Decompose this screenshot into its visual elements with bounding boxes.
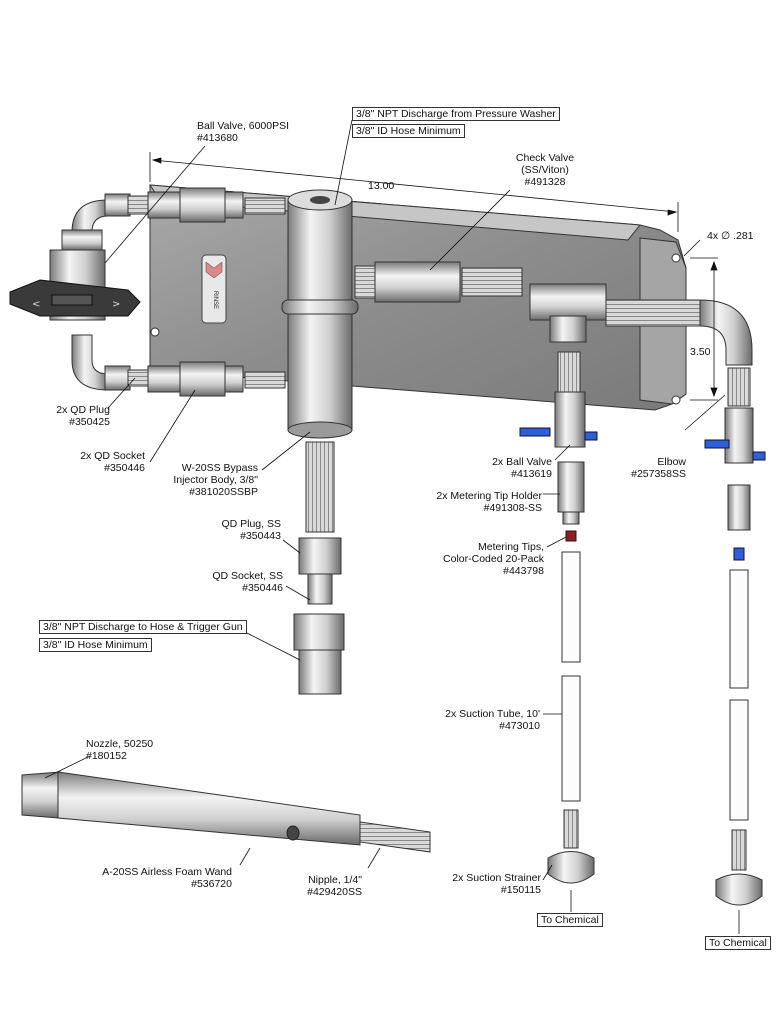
qd-socket-name: 2x QD Socket <box>80 450 145 462</box>
suction-tube-name: 2x Suction Tube, 10' <box>445 708 540 720</box>
metering-tips-desc: Color-Coded 20-Pack <box>443 553 544 565</box>
left-chemical-line <box>519 351 598 884</box>
injector-name: W-20SS Bypass <box>181 462 258 474</box>
mount-holes-callout: 4x ∅ .281 <box>707 230 754 242</box>
dimension-height: 3.50 <box>690 346 711 358</box>
foam-wand-part: #536720 <box>191 878 232 890</box>
label-nipple: Nipple, 1/4" #429420SS <box>290 874 362 898</box>
injector-body <box>281 189 359 439</box>
suction-tube-part: #473010 <box>499 720 540 732</box>
label-discharge-bottom-line1: 3/8" NPT Discharge to Hose & Trigger Gun <box>39 620 247 634</box>
svg-text:<: < <box>32 299 40 310</box>
check-valve-material: (SS/Viton) <box>521 164 569 176</box>
nozzle-part: #180152 <box>86 750 127 762</box>
foam-wand-name: A-20SS Airless Foam Wand <box>102 866 232 878</box>
ball-valve-2x-part: #413619 <box>511 468 552 480</box>
qd-sockets <box>147 187 286 397</box>
dimension-length: 13.00 <box>368 180 395 192</box>
qd-socket-ss-name: QD Socket, SS <box>212 570 283 582</box>
qd-plug-ss-part: #350443 <box>240 530 281 542</box>
metering-tips-name: Metering Tips, <box>478 541 544 553</box>
rinse-badge: RINSE <box>201 254 227 324</box>
badge-text: RINSE <box>212 291 218 309</box>
leader-lines <box>44 119 740 934</box>
label-metering-tip-holder: 2x Metering Tip Holder #491308-SS <box>410 490 542 514</box>
svg-text:>: > <box>112 299 120 310</box>
label-injector-body: W-20SS Bypass Injector Body, 3/8" #38102… <box>150 462 258 498</box>
qd-plug-part: #350425 <box>69 416 110 428</box>
right-chemical-line <box>704 367 766 906</box>
label-discharge-top-line2: 3/8" ID Hose Minimum <box>352 124 465 138</box>
to-chemical-left: To Chemical <box>537 913 603 927</box>
label-qd-plug: 2x QD Plug #350425 <box>30 404 110 428</box>
label-discharge-top-line1: 3/8" NPT Discharge from Pressure Washer <box>352 107 560 121</box>
label-nozzle: Nozzle, 50250 #180152 <box>86 738 153 762</box>
ball-valve-part: #413680 <box>197 132 238 144</box>
label-ball-valve-2x: 2x Ball Valve #413619 <box>460 456 552 480</box>
qd-socket-ss-part: #350446 <box>242 582 283 594</box>
label-qd-socket: 2x QD Socket #350446 <box>65 450 145 474</box>
dimension-lines <box>149 152 718 401</box>
elbow-part: #257358SS <box>631 468 686 480</box>
elbow-name: Elbow <box>657 456 686 468</box>
nipple-part: #429420SS <box>307 886 362 898</box>
label-qd-socket-ss: QD Socket, SS #350446 <box>175 570 283 594</box>
label-suction-tube: 2x Suction Tube, 10' #473010 <box>420 708 540 732</box>
injector-part: #381020SSBP <box>189 486 258 498</box>
foam-wand <box>21 771 431 853</box>
metering-holder-part: #491308-SS <box>483 502 542 514</box>
label-qd-plug-ss: QD Plug, SS #350443 <box>185 518 281 542</box>
qd-plug-ss-name: QD Plug, SS <box>221 518 281 530</box>
label-metering-tips: Metering Tips, Color-Coded 20-Pack #4437… <box>420 541 544 577</box>
check-valve-part: #491328 <box>524 176 566 188</box>
metering-tips-part: #443798 <box>503 565 544 577</box>
label-foam-wand: A-20SS Airless Foam Wand #536720 <box>92 866 232 890</box>
metering-holder-name: 2x Metering Tip Holder <box>436 490 542 502</box>
injector-size: Injector Body, 3/8" <box>173 474 258 486</box>
nipple-name: Nipple, 1/4" <box>308 874 362 886</box>
ball-valve-6000psi: < > <box>9 193 149 391</box>
suction-strainer-part: #150115 <box>500 884 541 896</box>
check-valve-assembly <box>354 261 753 366</box>
ball-valve-name: Ball Valve, 6000PSI <box>197 120 290 132</box>
to-chemical-right: To Chemical <box>705 936 771 950</box>
injector-lower-parts <box>293 441 345 695</box>
label-discharge-bottom-line2: 3/8" ID Hose Minimum <box>39 638 152 652</box>
suction-strainer-name: 2x Suction Strainer <box>452 872 541 884</box>
qd-socket-part: #350446 <box>104 462 145 474</box>
label-ball-valve-6000psi: Ball Valve, 6000PSI #413680 <box>197 120 289 144</box>
qd-plug-name: 2x QD Plug <box>56 404 110 416</box>
ball-valve-2x-name: 2x Ball Valve <box>492 456 552 468</box>
check-valve-name: Check Valve <box>515 152 575 164</box>
label-suction-strainer: 2x Suction Strainer #150115 <box>426 872 541 896</box>
label-check-valve: Check Valve (SS/Viton) #491328 <box>500 152 590 188</box>
nozzle-name: Nozzle, 50250 <box>86 738 154 750</box>
label-elbow: Elbow #257358SS <box>600 456 686 480</box>
